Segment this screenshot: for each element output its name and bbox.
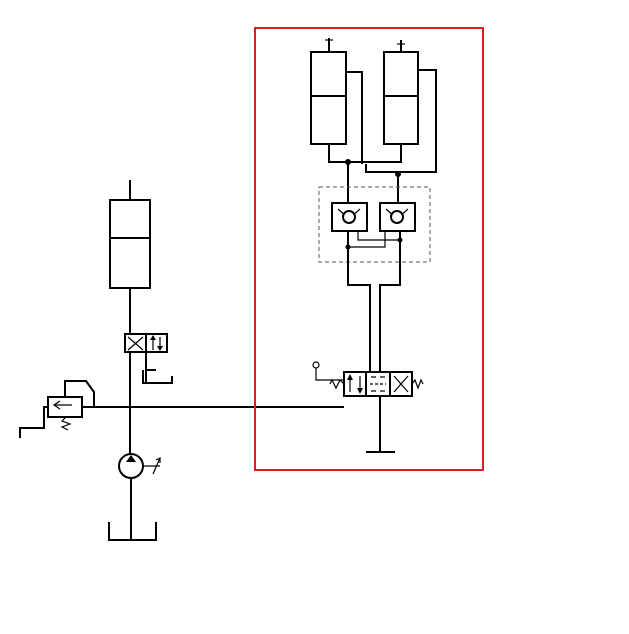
relief-valve: [19, 380, 130, 438]
main-directional-valve: [312, 361, 424, 397]
cylinder-a: [310, 38, 402, 164]
check-valve-block: [318, 186, 431, 263]
left-directional-valve: [124, 333, 173, 384]
pilot-line-a: [357, 231, 400, 241]
check-valve-a: [331, 202, 368, 232]
highlight-box: [254, 27, 484, 471]
pilot-line-b: [348, 231, 386, 248]
check-valve-b: [379, 202, 416, 232]
tank: [108, 478, 157, 541]
pump: [118, 453, 161, 479]
cylinder-b: [365, 40, 437, 173]
right-tank: [366, 396, 395, 453]
single-cylinder: [109, 180, 151, 289]
